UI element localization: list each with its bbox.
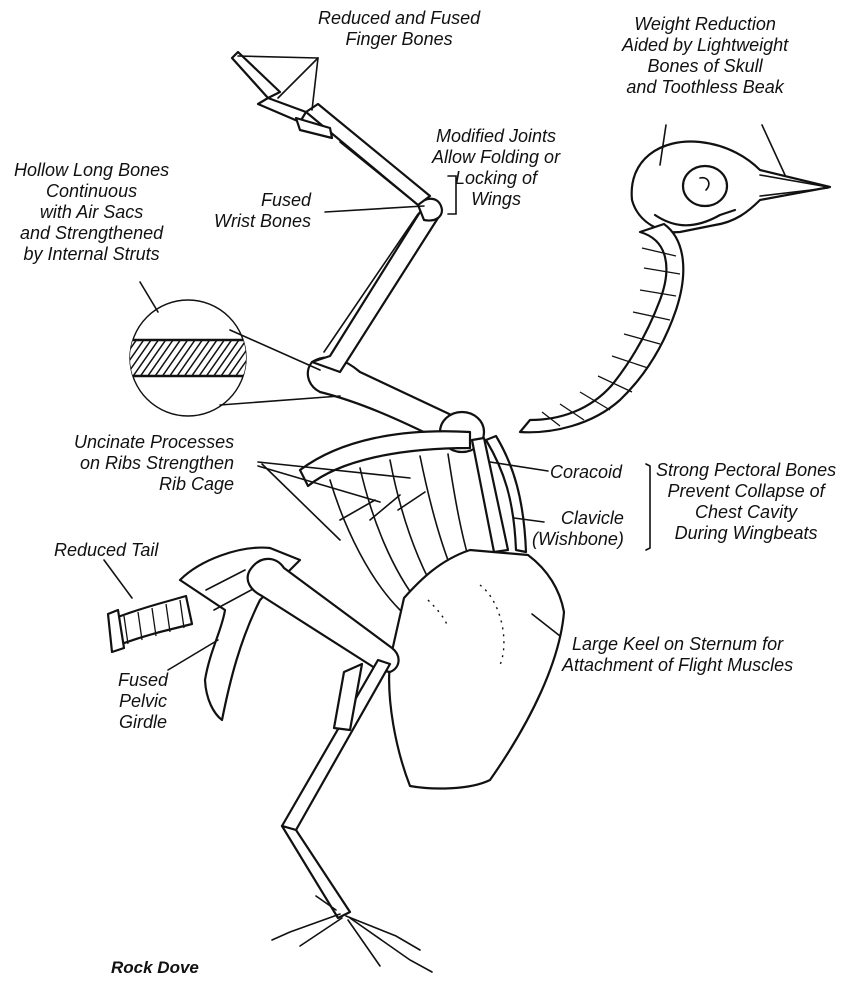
wing-bones [232,52,467,440]
leg-bones [248,559,399,918]
coracoid-clavicle [472,436,526,552]
label-uncinate-processes: Uncinate Processes on Ribs Strengthen Ri… [74,432,234,495]
bone-cross-section-inset [130,300,340,416]
label-hollow-bones: Hollow Long Bones Continuous with Air Sa… [14,160,169,265]
label-reduced-tail: Reduced Tail [54,540,158,561]
label-pelvic-girdle: Fused Pelvic Girdle [118,670,168,733]
label-weight-reduction: Weight Reduction Aided by Lightweight Bo… [622,14,788,98]
label-wrist-bones: Fused Wrist Bones [214,190,311,232]
neck-vertebrae [520,224,683,432]
sternum-keel [389,550,564,788]
label-modified-joints: Modified Joints Allow Folding or Locking… [432,126,560,210]
label-pectoral-bones: Strong Pectoral Bones Prevent Collapse o… [656,460,836,544]
feet [272,896,432,972]
label-finger-bones: Reduced and Fused Finger Bones [318,8,480,50]
diagram-caption: Rock Dove [111,958,199,978]
label-large-keel: Large Keel on Sternum for Attachment of … [562,634,793,676]
label-clavicle: Clavicle (Wishbone) [532,508,624,550]
label-coracoid: Coracoid [550,462,622,483]
tail-vertebrae [108,596,192,652]
